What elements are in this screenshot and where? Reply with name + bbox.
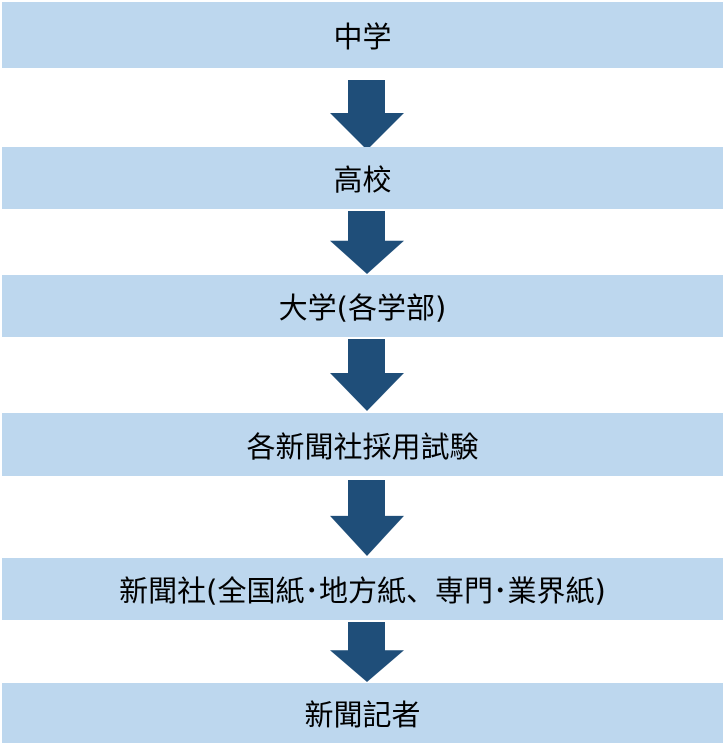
step-label: 新聞記者 <box>304 698 421 732</box>
down-arrow-icon <box>330 622 404 682</box>
step-label: 大学(各学部) <box>278 291 447 325</box>
step-box-university: 大学(各学部) <box>2 275 723 337</box>
step-label: 中学 <box>333 20 392 54</box>
step-label: 高校 <box>333 163 392 197</box>
step-label: 新聞社(全国紙･地方紙、専門･業界紙) <box>119 574 606 608</box>
down-arrow-icon <box>330 80 404 150</box>
step-box-newspaper-exam: 各新聞社採用試験 <box>2 413 723 476</box>
down-arrow-icon <box>330 339 404 411</box>
step-label: 各新聞社採用試験 <box>246 429 479 464</box>
step-box-newspaper-company: 新聞社(全国紙･地方紙、専門･業界紙) <box>2 558 723 620</box>
down-arrow-icon <box>330 480 404 556</box>
down-arrow-icon <box>330 211 404 274</box>
step-box-junior-high: 中学 <box>2 2 723 68</box>
step-box-journalist: 新聞記者 <box>2 683 723 743</box>
step-box-high-school: 高校 <box>2 147 723 209</box>
